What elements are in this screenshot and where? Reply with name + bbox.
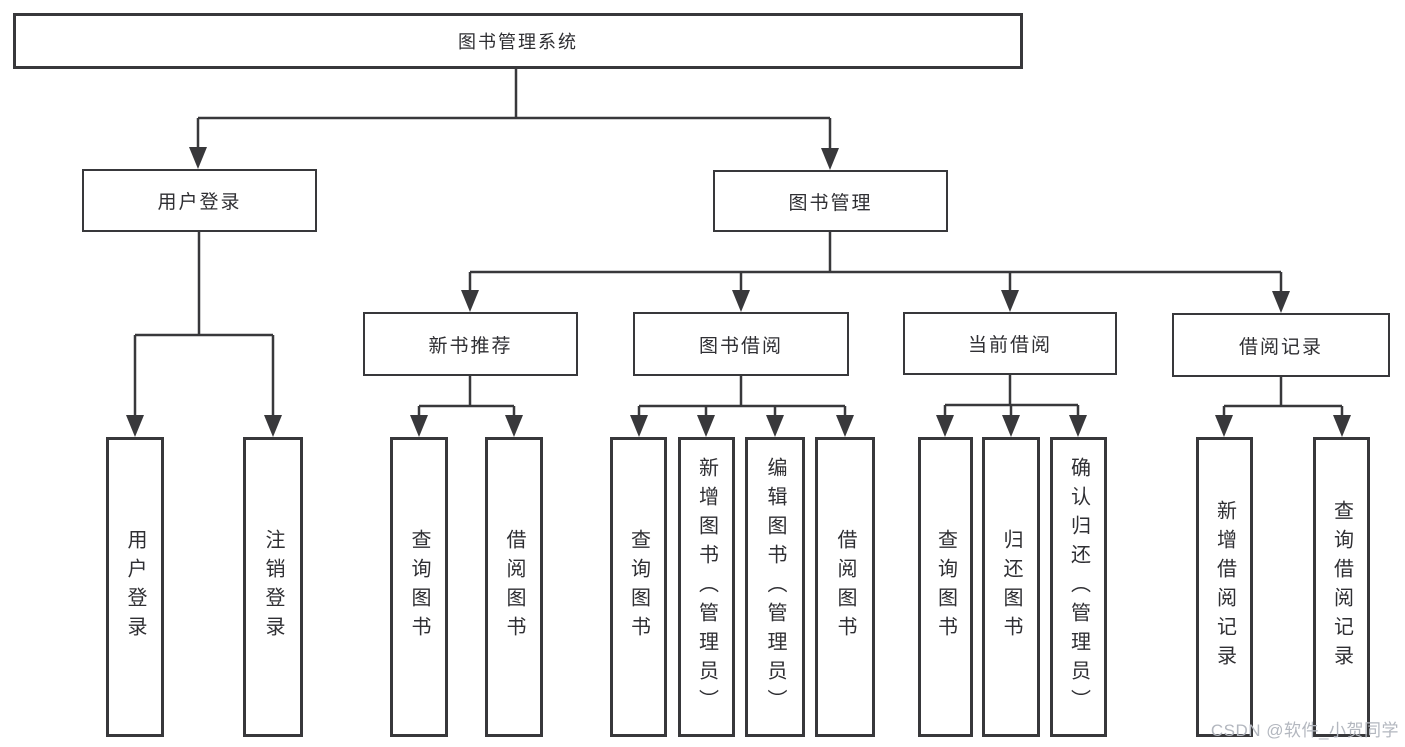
node-book-management-label: 图书管理 [788, 192, 873, 214]
leaf-confirm-return-admin: 确认归还（管理员） [1050, 437, 1107, 737]
leaf-current-query-books-label: 查询图书 [934, 529, 957, 645]
leaf-recommend-borrow-books: 借阅图书 [485, 437, 543, 737]
leaf-borrow-query-books-label: 查询图书 [627, 529, 650, 645]
node-new-book-recommend: 新书推荐 [363, 312, 578, 376]
node-borrow-records-label: 借阅记录 [1238, 336, 1323, 358]
leaf-user-login-label: 用户登录 [124, 529, 146, 645]
csdn-watermark: CSDN @软件_小贺同学 [1210, 721, 1399, 740]
node-current-borrow-label: 当前借阅 [967, 335, 1052, 356]
leaf-borrow-books: 借阅图书 [815, 437, 875, 737]
node-user-login-label: 用户登录 [157, 192, 242, 213]
leaf-query-borrow-record-label: 查询借阅记录 [1330, 500, 1353, 674]
leaf-edit-book-admin-label: 编辑图书（管理员） [764, 456, 786, 718]
leaf-logout: 注销登录 [243, 437, 303, 737]
leaf-return-books-label: 归还图书 [1000, 529, 1022, 645]
node-root-system-label: 图书管理系统 [458, 32, 578, 52]
leaf-logout-label: 注销登录 [262, 529, 284, 645]
leaf-borrow-query-books: 查询图书 [610, 437, 667, 737]
leaf-return-books: 归还图书 [982, 437, 1040, 737]
leaf-query-borrow-record: 查询借阅记录 [1313, 437, 1370, 737]
leaf-borrow-books-label: 借阅图书 [834, 529, 856, 645]
node-book-borrow: 图书借阅 [633, 312, 849, 376]
leaf-add-book-admin-label: 新增图书（管理员） [695, 456, 718, 718]
leaf-recommend-borrow-books-label: 借阅图书 [503, 529, 525, 645]
node-borrow-records: 借阅记录 [1172, 313, 1390, 377]
leaf-recommend-query-books: 查询图书 [390, 437, 448, 737]
leaf-add-book-admin: 新增图书（管理员） [678, 437, 735, 737]
leaf-edit-book-admin: 编辑图书（管理员） [745, 437, 805, 737]
leaf-recommend-query-books-label: 查询图书 [408, 529, 430, 645]
leaf-add-borrow-record-label: 新增借阅记录 [1213, 500, 1236, 674]
leaf-current-query-books: 查询图书 [918, 437, 973, 737]
node-current-borrow: 当前借阅 [903, 312, 1117, 375]
node-root-system: 图书管理系统 [13, 13, 1023, 69]
node-user-login: 用户登录 [82, 169, 317, 232]
leaf-confirm-return-admin-label: 确认归还（管理员） [1067, 456, 1090, 718]
leaf-user-login: 用户登录 [106, 437, 164, 737]
node-book-management: 图书管理 [713, 170, 948, 232]
leaf-add-borrow-record: 新增借阅记录 [1196, 437, 1253, 737]
node-new-book-recommend-label: 新书推荐 [428, 335, 513, 357]
node-book-borrow-label: 图书借阅 [698, 335, 783, 357]
